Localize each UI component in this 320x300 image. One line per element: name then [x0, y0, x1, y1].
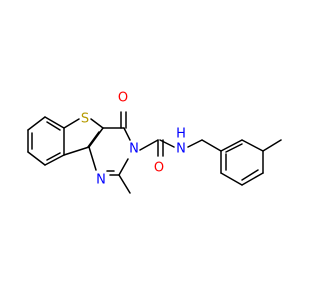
benzene-ring — [27, 116, 65, 166]
amide-nitrogen-label: N — [176, 142, 186, 157]
pyrimidine-n3-label: N — [129, 142, 139, 157]
molecule-canvas: S O N N O N H — [27, 91, 282, 194]
thiophene-ring — [63, 118, 104, 156]
sulfur-atom-label: S — [81, 112, 89, 127]
pyrimidine-n1-label: N — [96, 173, 106, 188]
amide-oxygen-label: O — [154, 161, 164, 176]
ring-oxygen-atom-label: O — [118, 91, 128, 106]
molecule-structure: S O N N O N H — [27, 91, 282, 194]
amide-hydrogen-label: H — [176, 127, 186, 142]
acetamide-chain — [139, 139, 203, 157]
tolyl-ring — [201, 139, 282, 186]
pyrimidinone-ring — [88, 111, 131, 194]
